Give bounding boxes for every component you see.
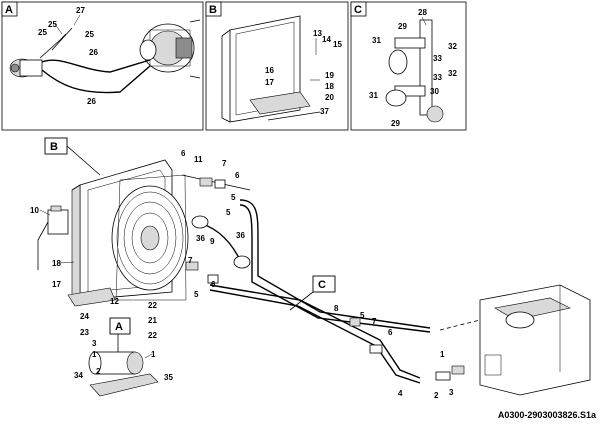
label-m5c: 5 [194,290,199,299]
detail-panel-c: C [350,1,467,131]
label-m5d: 5 [360,311,365,320]
label-31: 31 [372,36,381,45]
label-28: 28 [418,8,427,17]
label-m22: 22 [148,301,157,310]
label-m18: 18 [52,259,61,268]
panel-c-labels: 28 29 31 32 33 33 32 31 30 29 [369,8,457,128]
label-17: 17 [265,78,274,87]
label-m7: 7 [222,159,227,168]
label-m24: 24 [80,312,89,321]
label-15: 15 [333,40,342,49]
label-33: 33 [433,54,442,63]
label-m6: 6 [181,149,186,158]
label-m6c: 6 [211,280,216,289]
label-27: 27 [76,6,85,15]
label-25c: 25 [85,30,94,39]
label-m35: 35 [164,373,173,382]
label-m3: 3 [92,339,97,348]
label-m5b: 5 [226,208,231,217]
label-26b: 26 [87,97,96,106]
callout-b: B [44,137,101,176]
label-m7b: 7 [188,256,193,265]
drawing-reference-caption: A0300-2903003826.S1a [497,410,596,420]
callout-a-letter: A [115,321,123,333]
label-m34: 34 [74,371,83,380]
label-m21: 21 [148,316,157,325]
callout-a: A [109,317,131,352]
label-m1b: 1 [92,350,97,359]
label-m5: 5 [231,193,236,202]
panel-b-letter: B [209,4,217,16]
main-labels: 6 11 7 6 5 5 10 36 9 36 18 7 6 5 17 12 2… [30,149,454,400]
label-25b: 25 [38,28,47,37]
small-pump [9,58,43,78]
label-m12: 12 [110,297,119,306]
hose-fittings [185,177,465,381]
main-hoses [181,174,481,384]
label-31b: 31 [369,91,378,100]
label-m11: 11 [194,155,203,164]
label-30: 30 [430,87,439,96]
label-26: 26 [89,48,98,57]
panel-a-labels: 27 25 25 25 26 26 [38,6,98,106]
lower-pump-assembly [88,351,159,397]
bracket-assembly [385,19,444,123]
label-16: 16 [265,66,274,75]
label-m8: 8 [334,304,339,313]
callout-c-letter: C [318,279,326,291]
radiator-side-view [221,15,321,123]
label-m22b: 22 [148,331,157,340]
label-m1c: 1 [440,350,445,359]
panel-a-letter: A [5,4,13,16]
label-32: 32 [448,42,457,51]
panel-c-letter: C [354,4,362,16]
label-m7c: 7 [372,317,377,326]
detail-panel-a: A [1,1,204,131]
label-m2b: 2 [434,391,439,400]
cooling-fan [111,174,189,301]
panel-b-labels: 13 14 15 16 17 19 18 20 37 [265,29,342,116]
label-m36: 36 [196,234,205,243]
leader-lines [39,14,427,359]
label-13: 13 [313,29,322,38]
label-m2: 2 [96,367,101,376]
expansion-tank [37,205,69,270]
label-33b: 33 [433,73,442,82]
label-m9: 9 [210,237,215,246]
label-25: 25 [48,20,57,29]
label-18: 18 [325,82,334,91]
label-29b: 29 [391,119,400,128]
label-19: 19 [325,71,334,80]
label-m6d: 6 [388,328,393,337]
pump-motor-assembly [139,19,201,79]
callout-c: C [289,275,336,311]
label-m3b: 3 [449,388,454,397]
label-m6b: 6 [235,171,240,180]
label-m4: 4 [398,389,403,398]
label-20: 20 [325,93,334,102]
label-m17: 17 [52,280,61,289]
label-32b: 32 [448,69,457,78]
label-m10: 10 [30,206,39,215]
label-37: 37 [320,107,329,116]
label-m23: 23 [80,328,89,337]
transmission-housing [479,284,591,396]
label-29: 29 [398,22,407,31]
label-m1: 1 [151,350,156,359]
label-m36b: 36 [236,231,245,240]
label-14: 14 [322,35,331,44]
detail-panel-b: B [205,1,349,131]
callout-b-letter: B [50,141,58,153]
